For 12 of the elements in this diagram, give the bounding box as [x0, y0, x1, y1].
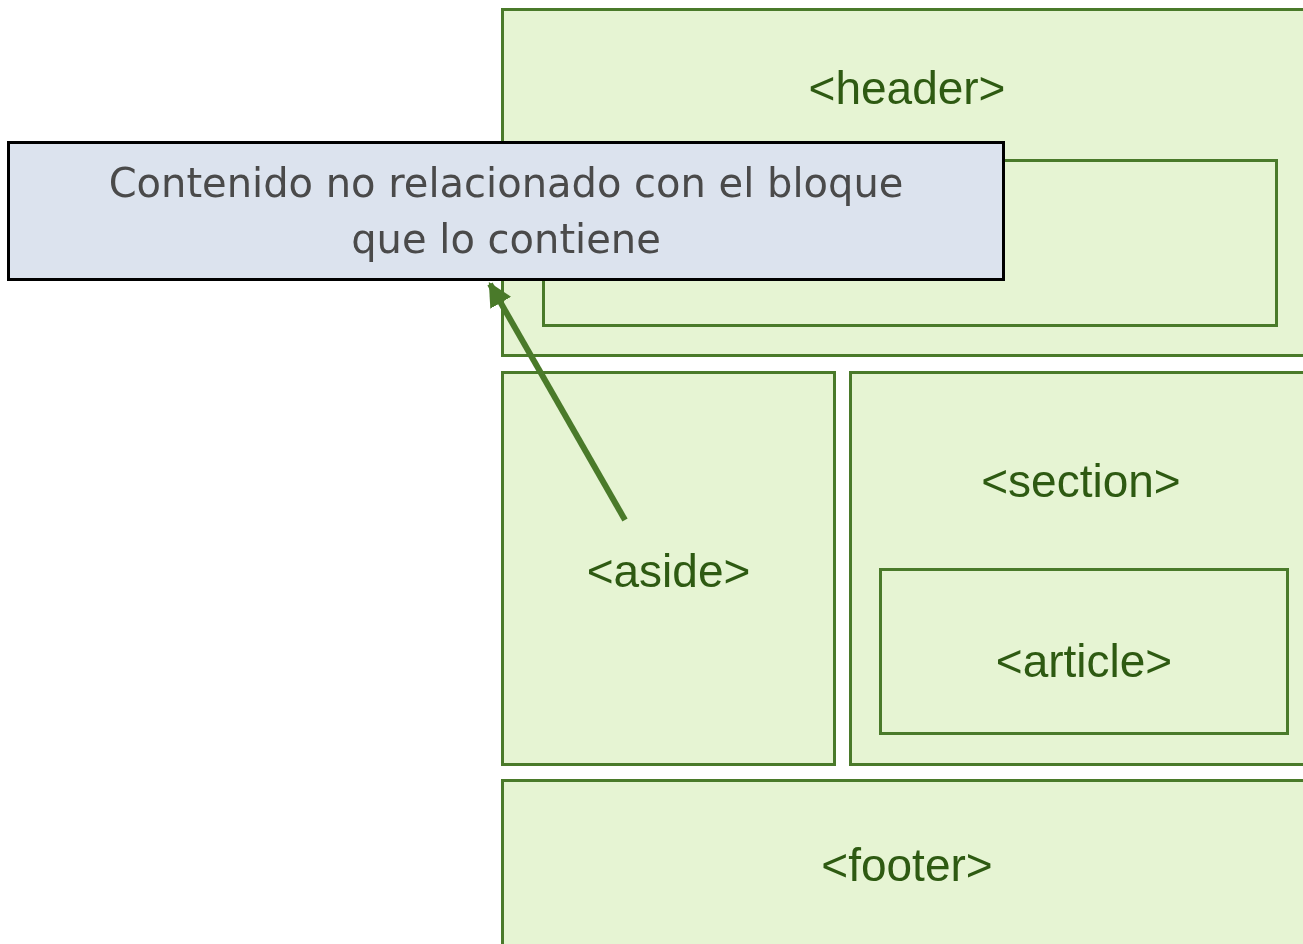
aside-block [501, 371, 836, 766]
arrow [487, 281, 628, 522]
element-tag-label: <header> [807, 61, 1007, 115]
element-tag-label: <section> [980, 454, 1182, 508]
callout-text: Contenido no relacionado con el bloque que lo contiene [107, 159, 905, 264]
element-tag-label: <aside> [585, 544, 752, 598]
callout-tooltip [7, 141, 1005, 281]
element-tag-label: <footer> [820, 838, 994, 892]
element-tag-label: <article> [994, 634, 1174, 688]
section-block [849, 371, 1303, 766]
footer-block [501, 779, 1303, 944]
article-block [879, 568, 1289, 735]
